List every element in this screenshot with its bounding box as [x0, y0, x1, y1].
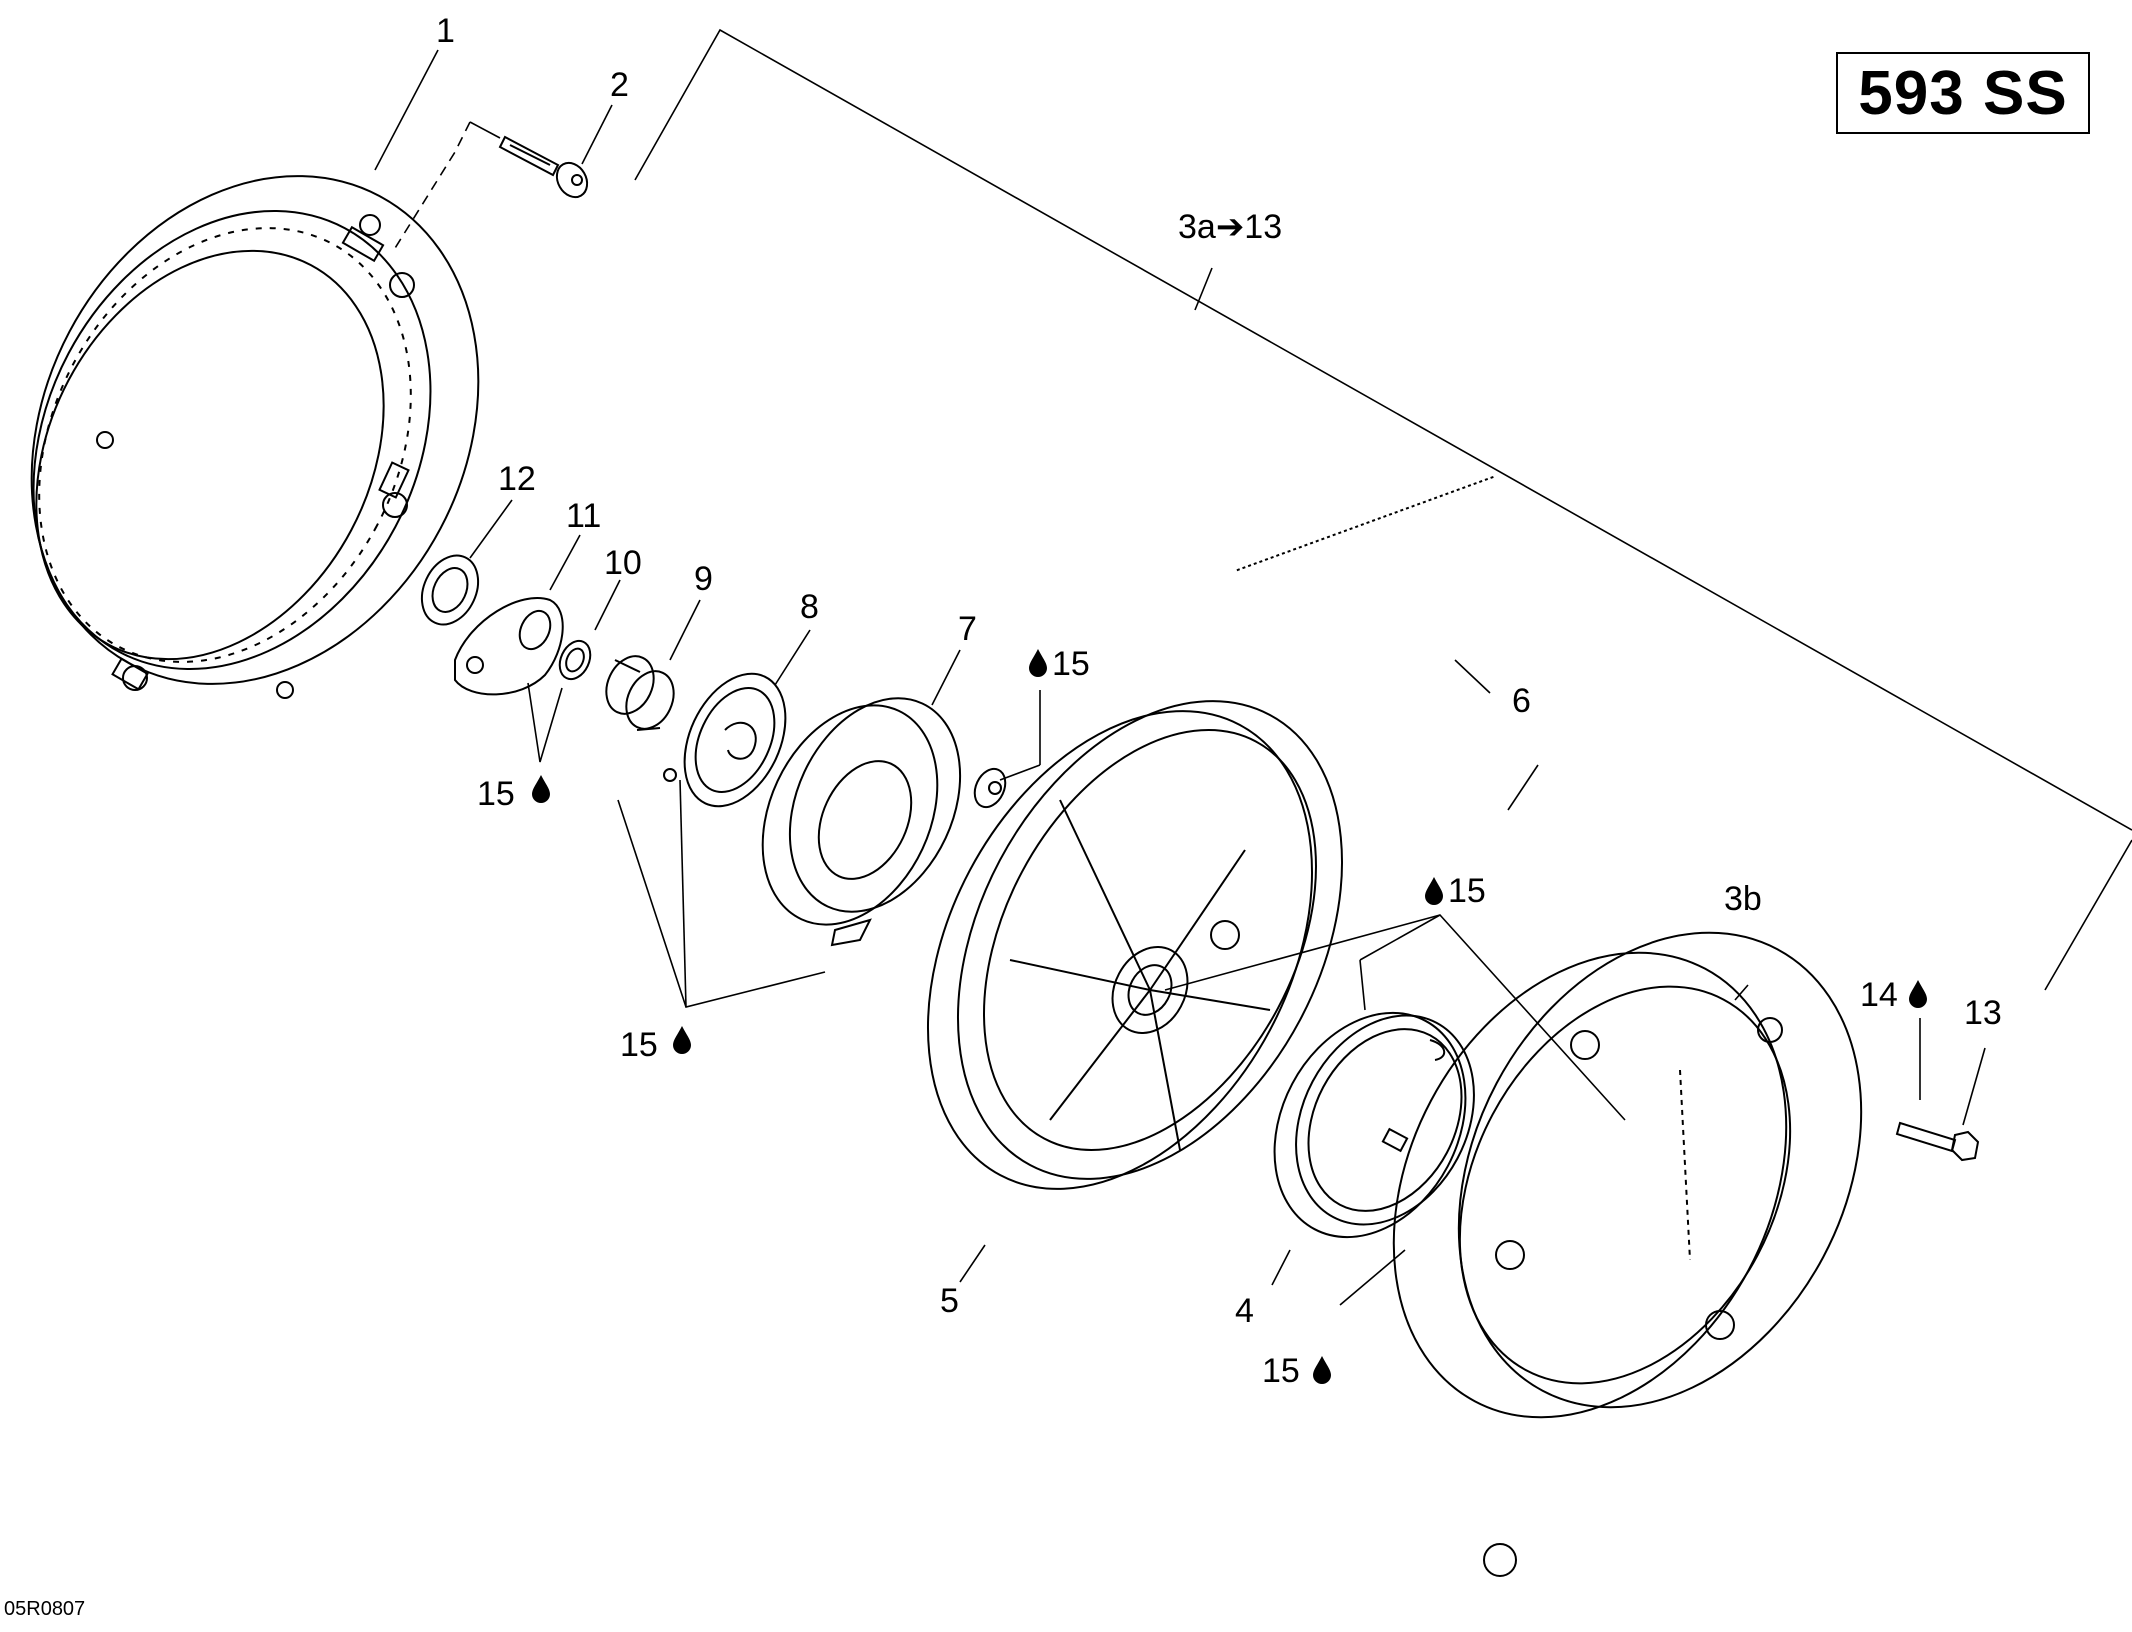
callout-14: 14 [1860, 976, 1898, 1014]
callout-10: 10 [604, 544, 642, 582]
callout-1: 1 [436, 12, 455, 50]
callout-13: 13 [1964, 994, 2002, 1032]
callout-4: 4 [1235, 1292, 1254, 1330]
part-6-rope [1236, 475, 1496, 572]
callout-12: 12 [498, 460, 536, 498]
callout-11: 11 [566, 497, 601, 535]
oil-drop-icon [673, 1026, 691, 1054]
part-11-plate [454, 597, 564, 696]
callout-15-b: 15 [620, 1026, 658, 1064]
part-8-spring [663, 672, 787, 808]
callout-5: 5 [940, 1282, 959, 1320]
callout-15-a: 15 [477, 775, 515, 813]
part-12-bushing [420, 554, 480, 626]
callout-3a-13: 3a➔13 [1178, 208, 1282, 246]
oil-drop-icon [1909, 980, 1927, 1008]
callout-15-e: 15 [1262, 1352, 1300, 1390]
part-10-washer [558, 639, 592, 681]
oil-drop-icon [1313, 1356, 1331, 1384]
part-4-recoil-spring [1273, 1011, 1475, 1239]
oil-drop-icon [1425, 877, 1443, 905]
callout-9: 9 [694, 560, 713, 598]
callout-8: 8 [800, 588, 819, 626]
callout-15-c: 15 [1052, 645, 1090, 683]
part-9-bushing [605, 655, 675, 731]
part-13-screw [1895, 1121, 1980, 1162]
leader-lines [374, 28, 2132, 1306]
callout-3b: 3b [1724, 880, 1762, 918]
callout-7: 7 [958, 610, 977, 648]
callout-15-d: 15 [1448, 872, 1486, 910]
model-title-box: 593 SS [1836, 52, 2090, 134]
model-title: 593 SS [1858, 58, 2068, 128]
callout-2: 2 [610, 66, 629, 104]
part-3b-cover [1392, 931, 1863, 1577]
oil-drop-icon [532, 775, 550, 803]
oil-drop-icon [1029, 649, 1047, 677]
figure-code: 05R0807 [4, 1598, 86, 1620]
callout-6: 6 [1512, 682, 1531, 720]
part-1-housing [30, 175, 480, 699]
part-2-screw [498, 135, 589, 199]
callout-labels: 1 2 3a➔13 3b 4 5 6 7 8 9 10 11 12 13 14 … [436, 12, 2002, 1390]
part-5-pulley [927, 700, 1343, 1190]
part-7-cam [761, 697, 1007, 947]
